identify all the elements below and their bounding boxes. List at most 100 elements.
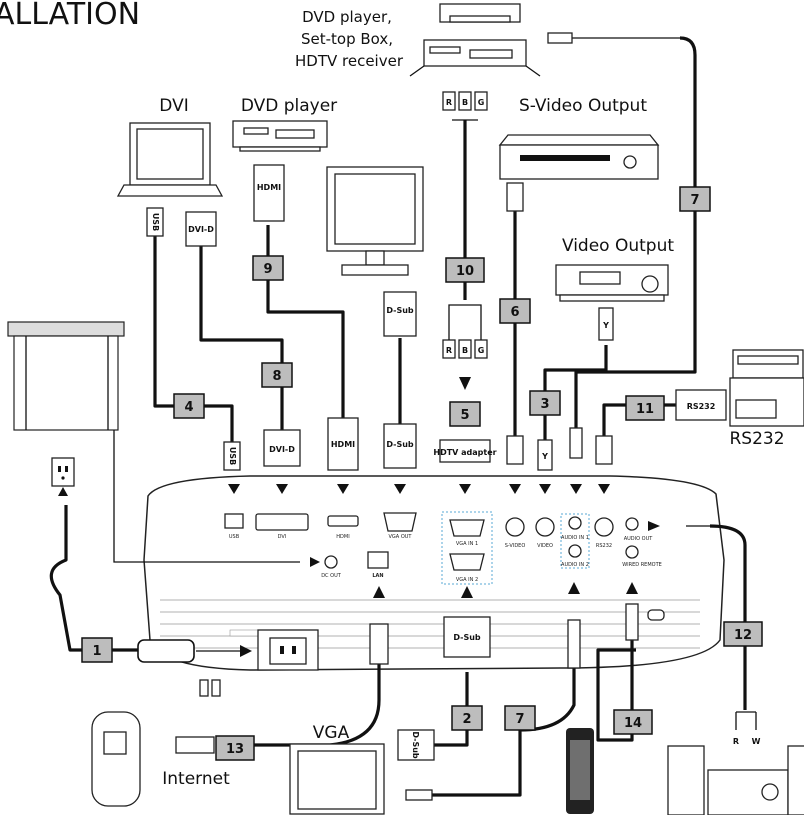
monitor-device [326,166,424,276]
video-y-top: Y [602,321,609,330]
rgb-top-g: G [478,98,485,107]
audio-in-1-port [568,516,582,530]
cable-number-6: 6 [499,298,531,324]
cable-number-5: 5 [449,401,481,427]
dvd-stb-label-line2: Set-top Box, [301,30,393,48]
video-output-label: Video Output [562,236,674,256]
svg-text:6: 6 [510,305,519,320]
usb-connector-bottom-label: USB [228,447,237,465]
video-y-bottom: Y [541,452,548,461]
svg-text:7: 7 [515,712,524,727]
dvd-player-label: DVD player [241,96,337,116]
remote-control [566,728,594,814]
svg-text:2: 2 [462,712,471,727]
dc-out-port [324,555,338,569]
usb-port-label: USB [229,534,240,540]
svideo-port-label: S-VIDEO [505,543,526,549]
laptop-dvi-device [116,122,224,197]
cable-number-12: 12 [723,621,763,647]
speakers-amplifier [667,745,804,815]
dvi-connector-bottom-label: DVI-D [269,445,295,454]
audio-in-2-label: AUDIO IN 2 [561,562,589,568]
dc-out-port-label: DC OUT [321,573,342,579]
hdtv-adapter-label: HDTV adapter [433,448,496,457]
power-plug [137,639,195,663]
wired-remote-port [625,545,639,559]
wall-jack [91,711,141,807]
svg-text:9: 9 [263,262,272,277]
rs232-connector-label: RS232 [687,402,716,411]
dsub-laptop-label: D-Sub [411,731,420,759]
section-title: ALLATION [0,0,140,32]
usb-port [224,513,244,529]
vga-in-2-label: VGA IN 2 [456,577,478,583]
svg-text:5: 5 [460,408,469,423]
hdtv-adapter [439,439,491,463]
lan-port-label: LAN [372,573,383,579]
power-arrow-right [240,645,252,657]
dvi-connector-top-label: DVI-D [188,225,214,234]
power-cable [49,505,140,652]
hdmi-port [327,515,359,527]
cable-number-7-top: 7 [679,186,711,212]
svideo-port [505,517,525,537]
vga-in-2-port [449,553,485,571]
svg-text:4: 4 [184,400,193,415]
dsub-connector-top-label: D-Sub [386,306,414,315]
audio-in-1-label: AUDIO IN 1 [561,535,589,541]
usb-connector-top-label: USB [151,213,160,231]
rgb-bottom-g: G [478,346,485,355]
vga-in-group [441,511,493,585]
dc-out-cable [113,430,300,563]
dsub-vga-in-label: D-Sub [453,633,481,642]
audio-out-cable [709,524,747,710]
dvd-stb-device [409,3,541,77]
vga-label: VGA [313,723,350,743]
video-port-label: VIDEO [537,543,553,549]
dsub-connector-bottom-label: D-Sub [386,440,414,449]
rgb-top-r: R [446,98,452,107]
projector-body [143,475,725,697]
rs232-device [729,349,804,427]
lan-cable [224,664,381,747]
rs232-label: RS232 [729,429,784,449]
cable-number-7-bottom: 7 [504,705,536,731]
cable-number-11: 11 [625,395,665,421]
audio-out-port [625,517,639,531]
hdmi-connector-bottom-label: HDMI [331,440,355,449]
audio-cable-bottom [430,668,576,797]
wired-remote-cable [596,640,636,742]
cable-number-2: 2 [451,705,483,731]
svg-text:7: 7 [690,193,699,208]
svg-text:13: 13 [226,742,244,757]
svg-text:3: 3 [540,397,549,412]
wired-remote-port-label: WIRED REMOTE [622,562,662,568]
rgb-bottom-r: R [446,346,452,355]
video-player-device [555,264,669,302]
svg-text:11: 11 [636,402,654,417]
vga-out-port [383,512,417,532]
dvd-stb-label-line1: DVD player, [302,8,392,26]
video-port [535,517,555,537]
audio-r-label: R [733,737,739,746]
cable-number-8: 8 [261,362,293,388]
dvi-port [255,513,309,531]
svideo-player-device [498,134,660,180]
svg-text:14: 14 [624,716,642,731]
audio-in-2-port [568,544,582,558]
cable-number-3: 3 [529,390,561,416]
svg-text:12: 12 [734,628,752,643]
cable-number-4: 4 [173,393,205,419]
audio-out-port-label: AUDIO OUT [624,536,654,542]
cable-number-1: 1 [81,637,113,663]
hdmi-connector-top-label: HDMI [257,183,281,192]
audio-w-label: W [752,737,761,746]
lan-port [367,551,389,569]
vga-in-1-label: VGA IN 1 [456,541,478,547]
rs232-port-label: RS232 [596,543,612,549]
rs232-port [594,517,614,537]
svideo-output-label: S-Video Output [519,96,647,116]
dvd-stb-hdtv-label: DVD player, Set-top Box, HDTV receiver [295,8,404,70]
cable-number-10: 10 [445,257,485,283]
